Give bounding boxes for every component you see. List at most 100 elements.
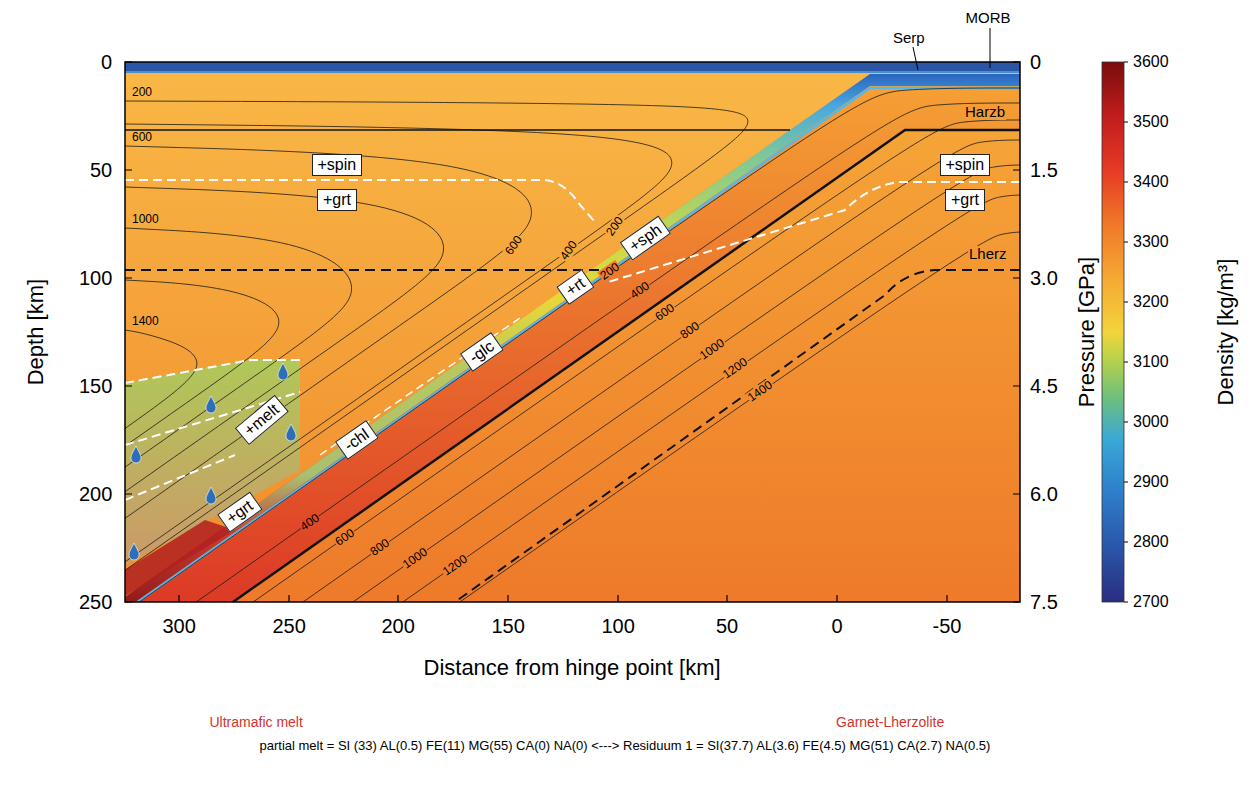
lherzolite-boundary	[125, 269, 620, 271]
axis-label: 250	[78, 591, 113, 613]
axis-label: 3100	[1132, 353, 1170, 371]
isotherm-label: 200	[131, 86, 153, 99]
isotherm	[125, 280, 279, 602]
isotherm-label: 1200	[439, 552, 470, 579]
axis-label: 150	[491, 615, 526, 637]
axis-label: 100	[601, 615, 636, 637]
harzburgite-base	[125, 129, 790, 131]
isotherm-label: 1000	[131, 213, 160, 226]
isotherm-label: 200	[597, 260, 623, 283]
water-drop	[129, 543, 139, 560]
isotherm-label: 400	[297, 510, 323, 533]
phase-box: +rt	[556, 269, 594, 305]
surface-line	[125, 71, 1020, 73]
phase-box: +melt	[235, 395, 289, 445]
isotherm	[125, 232, 1020, 602]
isotherm-label: 1000	[399, 545, 430, 572]
phase-label: -chl	[341, 425, 372, 454]
phase-label: +grt	[323, 191, 351, 208]
isotherm-label: 400	[627, 279, 653, 302]
isotherm	[125, 165, 1020, 602]
layer-name: MORB	[965, 10, 1012, 27]
axis-label: 250	[272, 615, 307, 637]
serpentinite-layer	[125, 88, 1020, 602]
melt-boundary	[125, 455, 235, 500]
axis-label: 6.0	[1029, 483, 1059, 505]
water-drops	[129, 363, 296, 560]
melt-boundary	[125, 392, 300, 445]
axis-label: 7.5	[1029, 591, 1059, 613]
plot-frame	[125, 62, 1020, 602]
axis-label: 200	[78, 483, 113, 505]
axis-label: Pressure [GPa]	[1075, 256, 1099, 408]
axis-label: 3300	[1132, 233, 1170, 251]
sub-slab-mantle	[233, 130, 1020, 602]
axis-label: 4.5	[1029, 375, 1059, 397]
axis-label: 100	[78, 267, 113, 289]
spinel-garnet-boundary	[605, 182, 1020, 283]
axis-label: 0	[831, 615, 844, 637]
isotherm	[125, 124, 672, 602]
mantle-wedge	[125, 62, 1020, 602]
leader-line	[913, 47, 918, 70]
isotherm	[125, 120, 1020, 602]
axis-label: 2900	[1132, 473, 1170, 491]
phase-boundary	[320, 318, 520, 455]
axis-label: 150	[78, 375, 113, 397]
note-text: Garnet-Lherzolite	[835, 715, 945, 730]
phase-box: +spin	[312, 154, 363, 176]
slab-lithosphere	[125, 74, 1020, 602]
phase-box: +spin	[940, 154, 991, 176]
isotherm-label: 1400	[744, 378, 775, 405]
axis-label: 50	[89, 159, 113, 181]
phase-label: +grt	[223, 497, 256, 527]
phase-label: +grt	[951, 191, 979, 208]
lherzolite-boundary	[455, 270, 1020, 602]
isotherm-label: 400	[558, 237, 581, 263]
phase-label: -glc	[466, 337, 497, 366]
axis-label: Depth [km]	[24, 278, 48, 386]
axis-label: Density [kg/m³]	[1214, 258, 1238, 407]
isotherm-label: 600	[503, 232, 526, 258]
axis-ticks	[125, 62, 1128, 602]
axis-label: 2700	[1132, 593, 1170, 611]
phase-box: +grt	[317, 189, 357, 211]
note-text: partial melt = SI (33) AL(0.5) FE(11) MG…	[259, 739, 992, 753]
slab-base	[233, 130, 1020, 602]
phase-box: +grt	[945, 189, 985, 211]
axis-label: -50	[932, 615, 963, 637]
phase-label: +spin	[318, 156, 357, 173]
axis-label: 0	[100, 51, 113, 73]
axis-label: 3200	[1132, 293, 1170, 311]
isotherm-label: 800	[367, 536, 393, 559]
axis-label: 3500	[1132, 113, 1170, 131]
water-drop	[278, 363, 288, 380]
phase-box: -chl	[335, 420, 379, 460]
melt-boundary	[125, 360, 300, 383]
isotherm-label: 200	[604, 213, 627, 239]
isotherms	[125, 88, 1020, 602]
layer-name: Serp	[892, 30, 926, 47]
axis-label: 2800	[1132, 533, 1170, 551]
isotherm-label: 1400	[131, 315, 160, 328]
isotherm-label: 600	[332, 526, 358, 549]
isotherm	[125, 88, 1020, 602]
axis-label: 1.5	[1029, 159, 1059, 181]
isotherm	[125, 140, 1020, 602]
layer-name: Harzb	[964, 104, 1006, 121]
phase-label: +melt	[241, 400, 282, 438]
isotherm-label: 600	[131, 131, 153, 144]
note-text: Ultramafic melt	[209, 715, 304, 730]
axis-label: 3400	[1132, 173, 1170, 191]
pressure-ticks	[1013, 62, 1020, 602]
axis-label: 3.0	[1029, 267, 1059, 289]
phase-box: -glc	[460, 332, 504, 372]
density-colorbar	[1102, 62, 1124, 602]
water-drop	[286, 424, 296, 441]
isotherm	[125, 103, 1020, 602]
surface-layer	[125, 62, 1020, 72]
phase-label: +sph	[625, 221, 664, 255]
water-drop	[206, 487, 216, 504]
water-drop	[131, 446, 141, 463]
